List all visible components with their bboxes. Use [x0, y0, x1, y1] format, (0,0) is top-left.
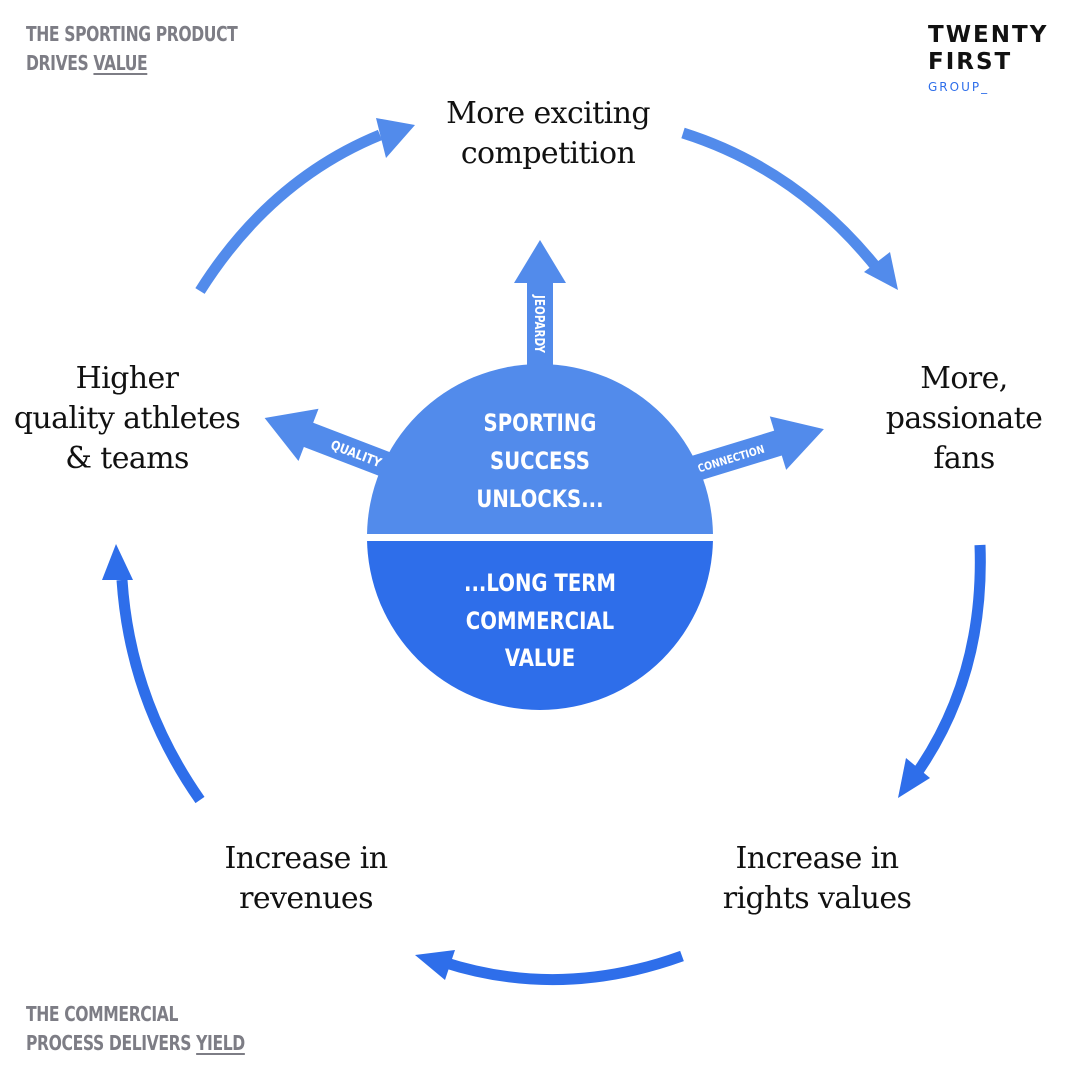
arrowhead-icon: [376, 118, 415, 158]
heading-underlined: YIELD: [196, 1031, 245, 1055]
heading-sporting-product: THE SPORTING PRODUCT DRIVES VALUE: [26, 20, 238, 78]
cycle-node-exciting-competition: More exciting competition: [446, 94, 650, 174]
heading-commercial-process: THE COMMERCIAL PROCESS DELIVERS YIELD: [26, 1000, 245, 1058]
node-line: fans: [933, 441, 995, 476]
cycle-arrow-left-to-top: [195, 118, 415, 294]
node-line: Increase in: [224, 841, 389, 876]
arrow-shaft: [116, 579, 205, 804]
center-top-text: SPORTING SUCCESS UNLOCKS...: [476, 410, 603, 513]
cycle-node-rights-values: Increase in rights values: [723, 839, 912, 919]
center-bottom-line: VALUE: [505, 645, 575, 672]
logo-line: FIRST: [928, 49, 1013, 75]
arrow-shaft: [195, 129, 383, 294]
node-line: More exciting: [446, 96, 650, 131]
center-top-line: UNLOCKS...: [476, 486, 603, 513]
heading-underlined: VALUE: [93, 51, 148, 75]
node-line: revenues: [239, 881, 373, 916]
node-line: Higher: [75, 361, 179, 396]
cycle-arrow-top-to-right: [681, 127, 898, 290]
center-circle-top-half: [367, 364, 713, 534]
arrow-shaft: [681, 127, 885, 276]
logo-line: TWENTY: [928, 22, 1049, 48]
cycle-node-revenues: Increase in revenues: [224, 839, 389, 919]
node-line: passionate: [885, 401, 1043, 436]
center-bottom-line: COMMERCIAL: [466, 608, 614, 635]
spoke-label-jeopardy: JEOPARDY: [532, 294, 547, 353]
arrowhead-icon: [769, 416, 824, 470]
cycle-arrow-right-to-bottom-right: [898, 544, 986, 798]
arrowhead-icon: [264, 408, 319, 462]
heading-line: DRIVES VALUE: [26, 49, 237, 78]
cycle-node-quality-athletes: Higher quality athletes & teams: [13, 359, 241, 479]
twenty-first-group-logo: TWENTY FIRST GROUP_: [928, 22, 1048, 96]
spoke-shaft: [676, 429, 785, 486]
node-line: quality athletes: [13, 401, 241, 436]
arrowhead-icon: [864, 252, 898, 290]
heading-line: PROCESS DELIVERS YIELD: [26, 1029, 245, 1058]
center-top-line: SUCCESS: [490, 448, 590, 475]
center-bottom-text: ...LONG TERM COMMERCIAL VALUE: [464, 570, 616, 672]
center-circle-bottom-half: [367, 541, 713, 710]
heading-line: THE COMMERCIAL: [26, 1002, 179, 1026]
heading-text: DRIVES: [26, 51, 94, 75]
heading-line: THE SPORTING PRODUCT: [26, 22, 238, 46]
logo-line: GROUP_: [928, 80, 990, 94]
arrow-shaft: [441, 950, 684, 986]
arrow-shaft: [907, 544, 986, 784]
heading-text: PROCESS DELIVERS: [26, 1031, 197, 1055]
arrowhead-icon: [514, 240, 566, 283]
cycle-arrow-bottom-right-to-bottom-left: [415, 950, 684, 986]
node-line: rights values: [722, 881, 912, 916]
node-line: More,: [920, 361, 1008, 396]
spoke-arrow-jeopardy: JEOPARDY: [514, 240, 566, 382]
node-line: & teams: [65, 441, 189, 476]
node-line: Increase in: [735, 841, 900, 876]
node-line: competition: [460, 136, 636, 171]
arrowhead-icon: [415, 950, 455, 980]
arrowhead-icon: [102, 544, 133, 580]
cycle-arrow-bottom-left-to-left: [102, 544, 205, 804]
arrowhead-icon: [898, 758, 930, 798]
center-top-line: SPORTING: [484, 410, 597, 437]
center-bottom-line: ...LONG TERM: [464, 570, 616, 597]
cycle-node-passionate-fans: More, passionate fans: [886, 359, 1043, 479]
